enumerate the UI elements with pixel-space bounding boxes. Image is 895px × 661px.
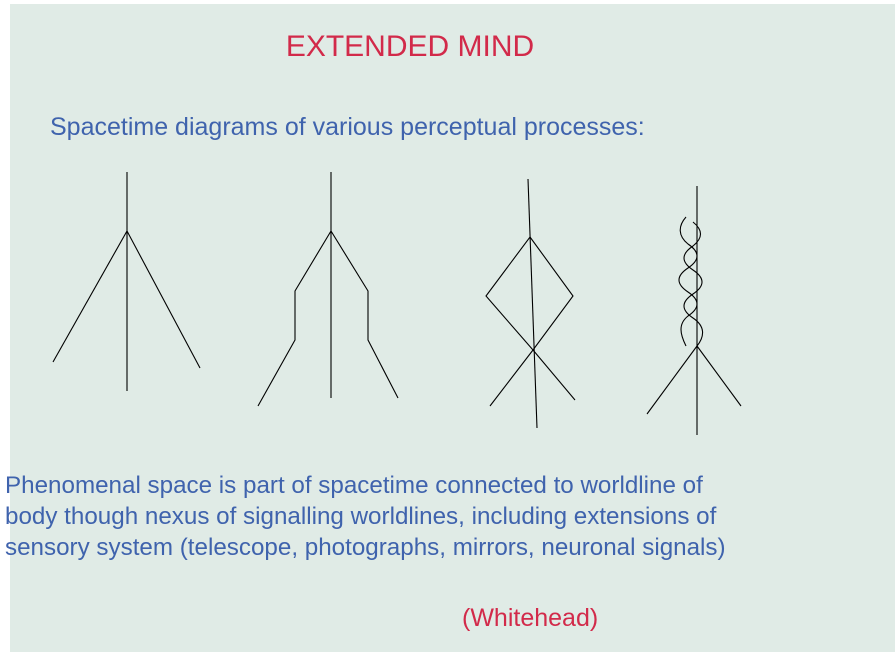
diagram-refracted-perception	[257, 172, 399, 407]
body-paragraph: Phenomenal space is part of spacetime co…	[5, 470, 885, 563]
attribution: (Whitehead)	[462, 604, 599, 632]
body-line: sensory system (telescope, photographs, …	[5, 534, 726, 561]
diagram-mirror-perception	[485, 178, 576, 429]
body-line: body though nexus of signalling worldlin…	[5, 503, 717, 530]
signal-line-right	[126, 230, 201, 369]
diagram-direct-perception	[52, 172, 201, 391]
signal-line-right	[532, 349, 576, 401]
wavy-signal-right	[683, 221, 704, 347]
worldline	[527, 178, 538, 429]
wavy-signal-left	[678, 216, 698, 347]
mirror-diamond	[485, 236, 574, 351]
slide-title: EXTENDED MIND	[285, 30, 535, 63]
signal-line-right	[330, 230, 399, 399]
diagram-neuronal-perception	[646, 186, 742, 435]
slide	[10, 4, 895, 652]
body-line: Phenomenal space is part of spacetime co…	[5, 472, 703, 499]
signal-line-left	[52, 230, 128, 363]
slide-subtitle: Spacetime diagrams of various perceptual…	[50, 113, 645, 141]
signal-line-right	[696, 345, 742, 407]
signal-line-left	[489, 349, 534, 407]
signal-line-left	[646, 345, 698, 415]
signal-line-left	[257, 230, 332, 407]
